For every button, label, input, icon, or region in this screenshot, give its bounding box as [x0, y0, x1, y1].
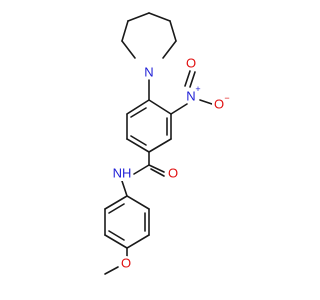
svg-text:O: O	[186, 56, 196, 71]
molecule-canvas: N N + O O − O NH O	[104, 12, 230, 275]
structure-diagram: N N + O O − O NH O	[104, 12, 230, 275]
svg-text:N: N	[186, 89, 195, 104]
svg-text:O: O	[214, 97, 224, 112]
atom-nitro-oxygen-double: O	[184, 56, 198, 71]
methoxyphenyl-ring	[104, 195, 150, 249]
nh-aryl-bond	[121, 180, 128, 197]
svg-text:O: O	[121, 256, 131, 271]
atom-nitro-oxygen-anion: O −	[212, 93, 230, 112]
atom-amide-nh: NH	[111, 165, 133, 181]
svg-text:NH: NH	[113, 166, 132, 181]
svg-text:−: −	[224, 93, 229, 103]
svg-text:+: +	[195, 84, 200, 94]
svg-text:N: N	[144, 65, 153, 80]
methoxy-bonds	[104, 247, 128, 275]
azepane-ring	[121, 12, 177, 59]
atom-nitro-nitrogen: N +	[184, 84, 201, 104]
atom-amide-oxygen: O	[166, 166, 180, 181]
atom-azepane-nitrogen: N	[142, 65, 156, 80]
amide-bonds	[133, 151, 165, 177]
atom-ether-oxygen: O	[119, 256, 133, 271]
nitro-group-bonds	[170, 70, 213, 115]
central-benzene-ring	[126, 99, 172, 153]
svg-text:O: O	[168, 166, 178, 181]
